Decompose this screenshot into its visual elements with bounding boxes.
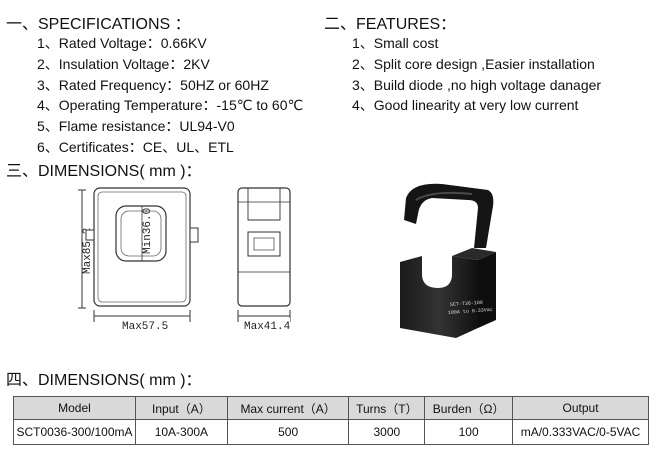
- spec-item-insulation-voltage: 2、Insulation Voltage：2KV: [37, 56, 210, 72]
- spec-item-rated-frequency: 3、Rated Frequency：50HZ or 60HZ: [37, 77, 269, 93]
- side-view-drawing: Max41.4: [237, 187, 291, 333]
- min-window-label: Min36.0: [142, 208, 154, 254]
- spec-item-flame-resistance: 5、Flame resistance：UL94-V0: [37, 118, 235, 134]
- column-header-input: Input（A）: [134, 396, 228, 420]
- dimensions-drawing-heading: 三、DIMENSIONS( mm )：: [6, 163, 202, 180]
- column-header-output: Output: [512, 396, 649, 420]
- cell-burden: 100: [424, 419, 514, 445]
- front-view-drawing: Max85.2 Min36.0 Max57.5: [78, 187, 199, 333]
- features-heading: 二、FEATURES：: [324, 16, 457, 33]
- cell-output: mA/0.333VAC/0-5VAC: [512, 419, 649, 445]
- max-width-label: Max57.5: [122, 321, 168, 333]
- dimensions-table-heading: 四、DIMENSIONS( mm )：: [6, 372, 202, 389]
- specifications-heading: 一、SPECIFICATIONS ：: [6, 16, 191, 33]
- column-header-burden: Burden（Ω）: [424, 396, 514, 420]
- spec-item-rated-voltage: 1、Rated Voltage：0.66KV: [37, 35, 207, 51]
- product-photo: SCT-T36-100 100A to 0.33Vac: [400, 183, 496, 338]
- feature-item-diode: 3、Build diode ,no high voltage danager: [352, 77, 602, 93]
- max-depth-label: Max41.4: [244, 321, 291, 333]
- table-row: SCT0036-300/100mA 10A-300A 500 3000 100 …: [13, 419, 649, 445]
- product-label-line2: 100A to 0.33Vac: [448, 307, 493, 316]
- feature-item-small-cost: 1、Small cost: [352, 35, 439, 51]
- feature-item-linearity: 4、Good linearity at very low current: [352, 97, 579, 113]
- cell-turns: 3000: [348, 419, 426, 445]
- spec-item-operating-temperature: 4、Operating Temperature：-15℃ to 60℃: [37, 97, 304, 113]
- table-header-row: Model Input（A） Max current（A） Turns（T） B…: [13, 396, 649, 420]
- column-header-max-current: Max current（A）: [226, 396, 350, 420]
- feature-item-split-core: 2、Split core design ,Easier installation: [352, 56, 595, 72]
- spec-item-certificates: 6、Certificates：CE、UL、ETL: [37, 139, 234, 155]
- column-header-model: Model: [13, 396, 136, 420]
- column-header-turns: Turns（T）: [348, 396, 426, 420]
- product-label-line1: SCT-T36-100: [450, 300, 483, 308]
- cell-model: SCT0036-300/100mA: [13, 419, 136, 445]
- cell-max-current: 500: [226, 419, 350, 445]
- specification-table: Model Input（A） Max current（A） Turns（T） B…: [13, 396, 649, 445]
- cell-input: 10A-300A: [134, 419, 228, 445]
